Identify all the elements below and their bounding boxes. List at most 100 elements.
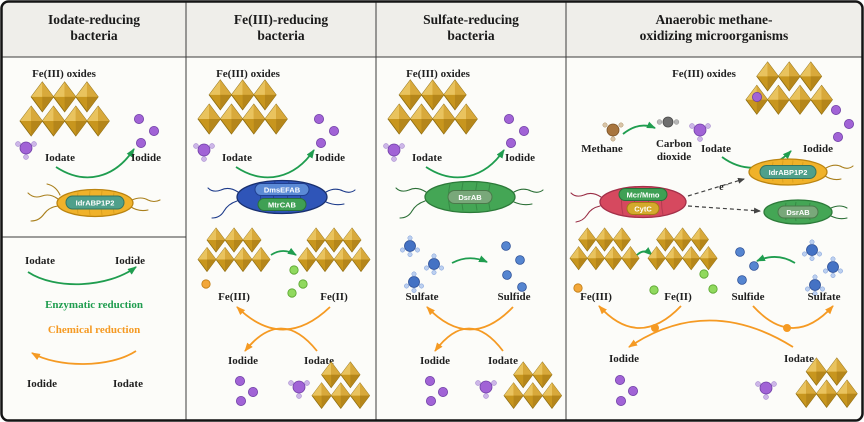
enzyme-pill-label: DsrAB [458, 193, 482, 202]
iodide-label: Iodide [505, 152, 535, 164]
chemical-arrow-iodate [244, 327, 318, 352]
enzymatic-arrow [756, 254, 796, 264]
legend: Iodate Iodide Enzymatic reduction Chemic… [25, 255, 145, 390]
fe2-label: Fe(II) [320, 291, 348, 303]
enzyme-pill-label: DmsEFAB [264, 186, 301, 195]
enzyme-pill [618, 188, 668, 201]
content-background [2, 57, 862, 419]
electron-transfer-arrow [687, 205, 761, 214]
iodide-ion-icon [424, 375, 436, 387]
fe-oxides-label: Fe(III) oxides [216, 68, 281, 80]
iodide-label: Iodide [228, 355, 258, 367]
iodide-ion-icon [425, 395, 437, 407]
electron-label: e⁻ [719, 182, 729, 193]
iodide-ion-icon [235, 395, 247, 407]
flagella [130, 206, 149, 212]
iodide-ion-icon [234, 375, 246, 387]
enzyme-pill-label: IdrABP1P2 [76, 199, 115, 208]
iodide-ion-icon [133, 114, 145, 124]
panel-title: Sulfate-reducing [423, 12, 519, 27]
iodide-ion-icon [752, 92, 762, 102]
flagella [325, 201, 345, 206]
bacterium-blue: DmsEFAB MtrCAB [207, 179, 356, 219]
methane-molecule-icon [602, 122, 624, 142]
iodide-ion-icon [135, 137, 147, 149]
carbon-dioxide-label: Carbon [656, 138, 692, 150]
iodide-ion-icon [505, 137, 516, 149]
flagella [46, 183, 61, 196]
iodide-ion-icon [831, 105, 841, 115]
reaction-node [783, 324, 791, 332]
bacterium-yellow-partner: IdrABP1P2 [748, 158, 854, 186]
panel-title: Fe(III)-reducing [234, 12, 328, 27]
flagella [830, 205, 848, 209]
sulfide-ion-icon [515, 255, 525, 265]
iodate-label: Iodate [304, 355, 334, 367]
iodide-label: Iodide [609, 353, 639, 365]
flagella [395, 187, 427, 193]
iodide-ion-icon [615, 374, 625, 386]
iodate-label: Iodate [701, 143, 731, 155]
legend-iodide-label: Iodide [27, 378, 57, 390]
enzyme-pill [257, 198, 307, 211]
fe3-label: Fe(III) [580, 291, 612, 303]
iodide-ion-icon [519, 126, 529, 137]
enzymatic-arrow [235, 149, 315, 179]
bacterium-yellow: IdrABP1P2 [27, 183, 161, 222]
sulfide-ion-icon [501, 241, 511, 251]
fe-oxides-label: Fe(III) oxides [672, 68, 737, 80]
flagella [211, 200, 238, 219]
enzymatic-arrow [451, 255, 488, 264]
fe2-ion-icon [708, 284, 718, 294]
panel-title: bacteria [257, 28, 304, 43]
iodide-ion-icon [503, 114, 514, 124]
iodide-ion-icon [148, 126, 160, 137]
flagella [825, 164, 854, 169]
bacterium-green: DsrAB [395, 180, 544, 219]
enzyme-pill [759, 165, 817, 179]
flagella [513, 201, 533, 206]
flagella [131, 197, 161, 203]
panel-title: oxidizing microorganisms [640, 28, 789, 43]
iodide-ion-icon [628, 385, 638, 397]
sulfate-label: Sulfate [808, 291, 841, 303]
fe3-ion-icon [201, 279, 211, 289]
iodide-ion-icon [844, 119, 854, 130]
iodide-label: Iodide [131, 152, 161, 164]
enzyme-pill-label: CytC [634, 205, 652, 214]
enzyme-pill [626, 202, 660, 215]
enzyme-pill [254, 183, 310, 196]
flagella [27, 192, 59, 200]
electron-transfer-arrow [687, 177, 745, 197]
legend-iodate-label: Iodate [25, 255, 55, 267]
co2-molecule-icon [656, 116, 680, 128]
iodide-ion-icon [328, 126, 340, 137]
panel-title: Iodate-reducing [48, 12, 140, 27]
flagella [830, 215, 848, 220]
sulfide-label: Sulfide [731, 291, 764, 303]
panel-anaerobic-methane-oxidizers: Anaerobic methane- oxidizing microorgani… [570, 12, 857, 407]
chemical-arrow-iodate [434, 327, 504, 352]
iodide-ion-icon [616, 395, 626, 407]
flagella [207, 187, 239, 193]
flagella [824, 175, 842, 181]
iodate-label: Iodate [488, 355, 518, 367]
flagella [325, 188, 356, 193]
enzyme-pill [447, 190, 493, 204]
flagella [513, 188, 544, 193]
fe3-label: Fe(III) [218, 291, 250, 303]
enzyme-pill [65, 195, 125, 210]
sulfate-label: Sulfate [406, 291, 439, 303]
iodide-ion-icon [315, 137, 327, 149]
chemical-reduction-label: Chemical reduction [48, 324, 140, 336]
panel-title: bacteria [447, 28, 494, 43]
fe2-ion-icon [289, 265, 299, 275]
panel-iodate-reducing-bacteria: Iodate-reducing bacteria Fe(III) oxides … [15, 12, 161, 390]
flagella [30, 205, 59, 222]
fe-oxides-label: Fe(III) oxides [32, 68, 97, 80]
bacterium-green-partner: DsrAB [763, 199, 848, 225]
iodide-label: Iodide [315, 152, 345, 164]
bacterium-red: Mcr/Mmo CytC [570, 185, 687, 223]
